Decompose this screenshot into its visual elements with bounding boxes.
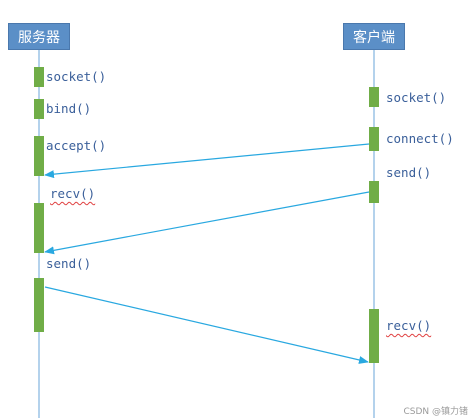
server-recv-label: recv()	[50, 186, 96, 201]
client-socket-activation	[369, 87, 379, 107]
server-socket-activation	[34, 67, 44, 87]
server-bind-activation	[34, 99, 44, 119]
client-socket-label: socket()	[386, 90, 447, 105]
server-actor-box: 服务器	[8, 23, 70, 50]
client-recv-activation	[369, 309, 379, 363]
server-accept-activation	[34, 136, 44, 176]
send-to-client-message-arrow	[44, 286, 369, 364]
send-to-server-message-arrow	[44, 191, 370, 255]
server-accept-label: accept()	[46, 138, 107, 153]
client-send-label: send()	[386, 165, 432, 180]
server-send-activation	[34, 278, 44, 332]
watermark: CSDN @镇力锗	[403, 407, 468, 417]
connect-message-arrow	[44, 143, 370, 179]
client-send-activation	[369, 181, 379, 203]
client-recv-label: recv()	[386, 318, 432, 333]
server-send-label: send()	[46, 256, 92, 271]
server-bind-label: bind()	[46, 101, 92, 116]
client-connect-activation	[369, 127, 379, 151]
server-recv-activation	[34, 203, 44, 253]
server-socket-label: socket()	[46, 69, 107, 84]
client-actor-box: 客户端	[343, 23, 405, 50]
client-connect-label: connect()	[386, 131, 454, 146]
